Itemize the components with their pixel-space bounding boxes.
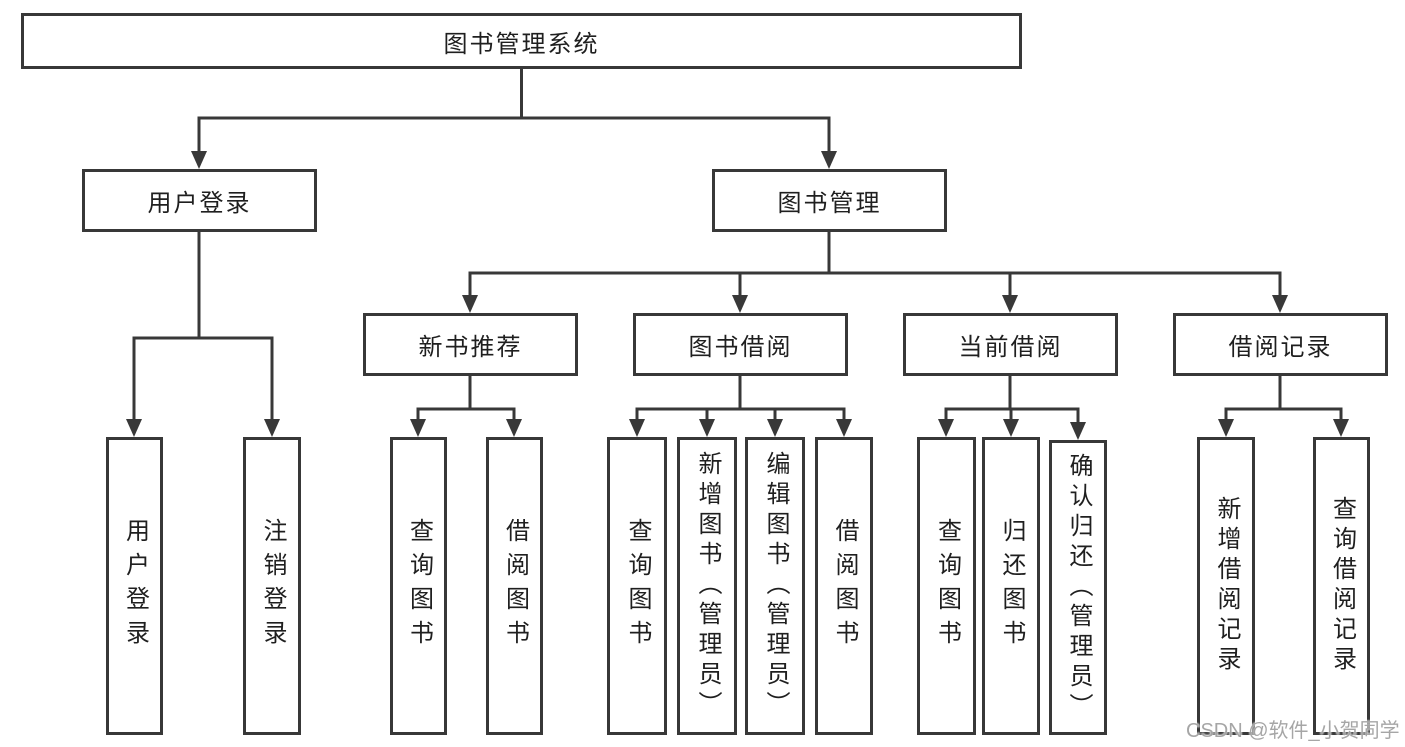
connector-user-login-children [132,232,274,422]
leaf-logout: 注销登录 [243,437,301,735]
node-library-management-system: 图书管理系统 [21,13,1022,69]
csdn-watermark: CSDN @软件_小贺同学 [1186,720,1400,742]
leaf-add-borrow-record-label: 新增借阅记录 [1213,496,1240,676]
leaf-add-books-admin: 新增图书（管理员） [677,437,737,735]
leaf-logout-label: 注销登录 [259,518,286,654]
leaf-add-borrow-record: 新增借阅记录 [1197,437,1255,735]
connector-new-book-recommendation-children [416,376,516,422]
leaf-query-borrow-record: 查询借阅记录 [1313,437,1370,735]
leaf-confirm-return-admin-label: 确认归还（管理员） [1065,452,1092,723]
leaf-user-login: 用户登录 [106,437,163,735]
leaf-current-query-books-label: 查询图书 [933,518,961,654]
node-user-login: 用户登录 [82,169,317,232]
node-current-borrowing: 当前借阅 [903,313,1118,376]
arrowheads [126,151,1349,440]
connector-book-borrowing-children [635,376,846,422]
connector-borrowing-records-children [1224,376,1343,422]
node-book-borrowing-label: 图书借阅 [688,334,793,361]
leaf-edit-books-admin-label: 编辑图书（管理员） [762,451,789,721]
leaf-recommend-borrow-books-label: 借阅图书 [501,518,529,654]
leaf-recommend-query-books-label: 查询图书 [405,518,433,654]
leaf-recommend-query-books: 查询图书 [390,437,447,735]
leaf-query-borrow-record-label: 查询借阅记录 [1328,496,1356,676]
leaf-current-query-books: 查询图书 [917,437,976,735]
leaf-return-books-label: 归还图书 [998,518,1025,654]
leaf-borrowing-query-books-label: 查询图书 [624,518,651,654]
leaf-edit-books-admin: 编辑图书（管理员） [745,437,805,735]
node-book-management: 图书管理 [712,169,947,232]
leaf-add-books-admin-label: 新增图书（管理员） [694,451,721,721]
node-book-management-label: 图书管理 [777,190,882,217]
node-new-book-recommendation-label: 新书推荐 [418,334,523,361]
leaf-borrowing-borrow-books: 借阅图书 [815,437,873,735]
leaf-borrowing-query-books: 查询图书 [607,437,667,735]
node-borrowing-records-label: 借阅记录 [1228,334,1333,361]
node-library-management-system-label: 图书管理系统 [443,30,600,58]
connector-root-to-level2 [197,69,831,153]
leaf-recommend-borrow-books: 借阅图书 [486,437,543,735]
node-book-borrowing: 图书借阅 [633,313,848,376]
connector-book-management-sections [468,232,1282,298]
node-borrowing-records: 借阅记录 [1173,313,1388,376]
leaf-user-login-label: 用户登录 [121,518,149,654]
leaf-confirm-return-admin: 确认归还（管理员） [1049,440,1107,735]
connector-current-borrowing-children [944,376,1080,422]
node-new-book-recommendation: 新书推荐 [363,313,578,376]
node-current-borrowing-label: 当前借阅 [958,334,1063,361]
node-user-login-label: 用户登录 [147,190,252,217]
leaf-return-books: 归还图书 [982,437,1040,735]
leaf-borrowing-borrow-books-label: 借阅图书 [831,518,858,654]
